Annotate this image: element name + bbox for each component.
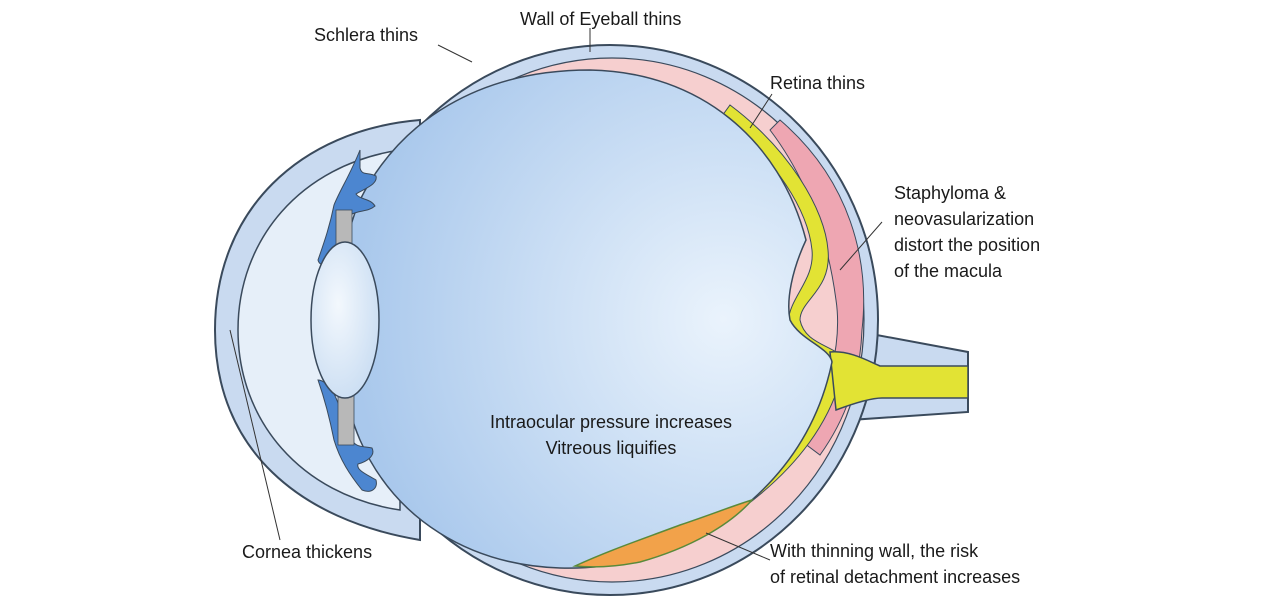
retinal-detachment <box>572 498 755 568</box>
label-staphyloma-4: of the macula <box>894 261 1003 281</box>
optic-nerve <box>829 351 969 412</box>
leader-staphyloma <box>839 221 883 271</box>
label-retina: Retina thins <box>770 73 866 93</box>
label-staphyloma-1: Staphyloma & <box>894 183 1007 203</box>
label-pressure: Intraocular pressure increases <box>489 412 733 432</box>
label-detachment-1: With thinning wall, the risk <box>770 541 979 561</box>
lens <box>310 241 380 399</box>
leader-detachment <box>705 532 771 561</box>
label-detachment-2: of retinal detachment increases <box>770 567 1021 587</box>
leader-schlera <box>437 44 473 63</box>
label-wall-of-eyeball: Wall of Eyeball thins <box>520 9 682 29</box>
leader-lines <box>229 28 883 561</box>
label-cornea: Cornea thickens <box>242 542 373 562</box>
label-vitreous: Vitreous liquifies <box>545 438 677 458</box>
leader-cornea <box>229 329 281 541</box>
label-schlera: Schlera thins <box>314 25 419 45</box>
vitreous-body <box>336 69 833 569</box>
label-staphyloma-2: neovasularization <box>894 209 1035 229</box>
zonule-bottom <box>337 394 355 446</box>
label-staphyloma-3: distort the position <box>894 235 1041 255</box>
leader-retina <box>749 93 773 129</box>
